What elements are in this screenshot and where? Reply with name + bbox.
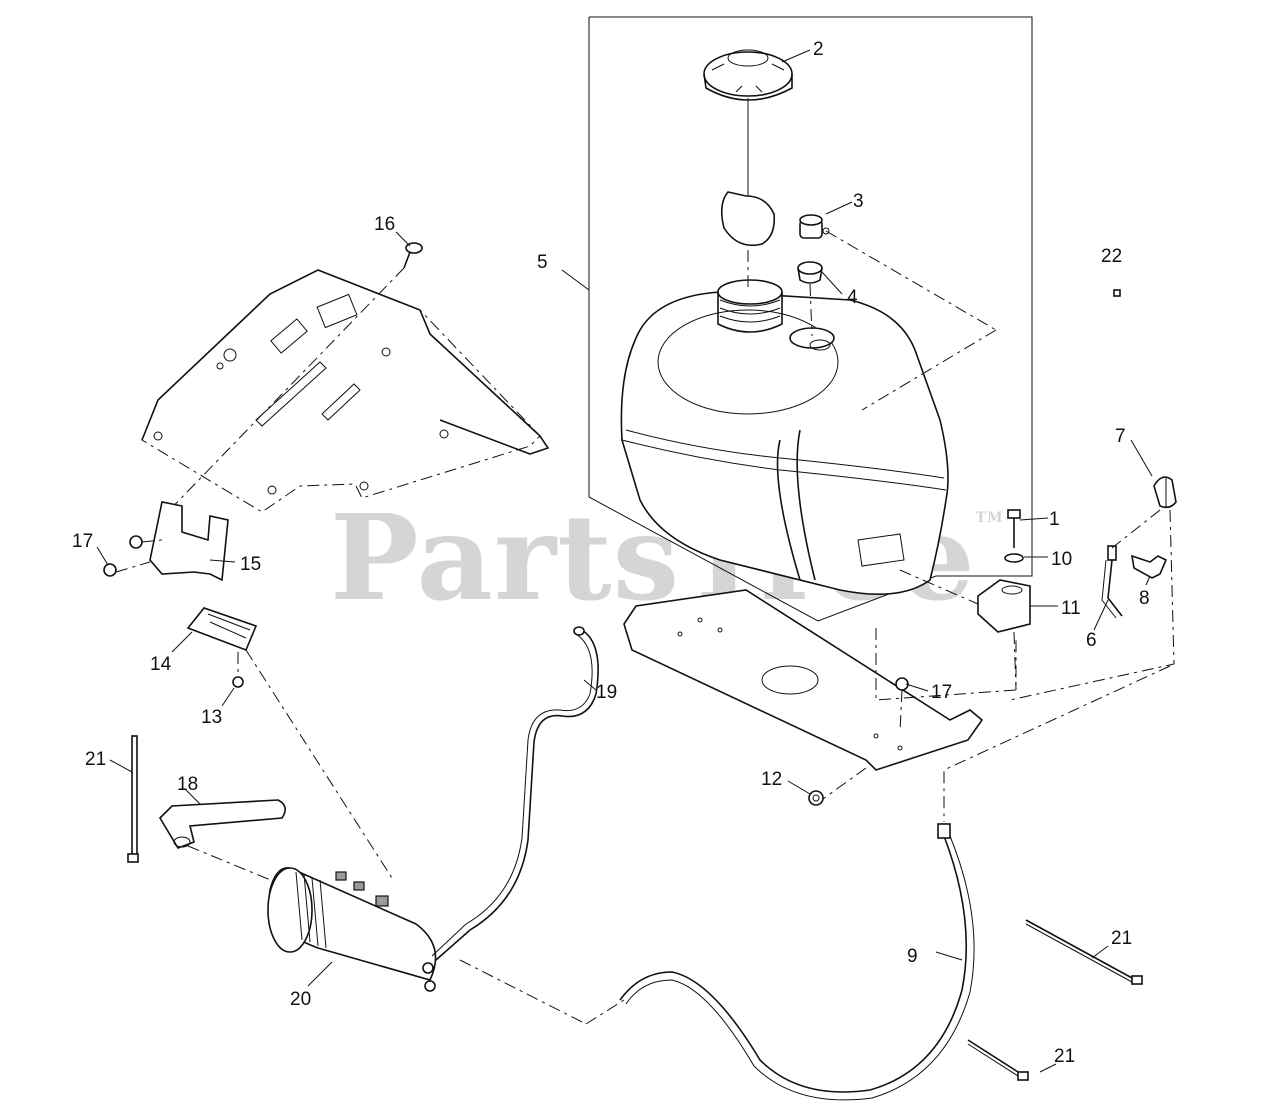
hose-18 <box>158 799 286 849</box>
callout-12: 12 <box>761 769 782 790</box>
fitting-6 <box>1101 545 1123 619</box>
callout-18: 18 <box>177 774 198 795</box>
callout-4: 4 <box>847 287 858 308</box>
callout-22: 22 <box>1101 246 1122 267</box>
tank-to-canister-dash <box>459 959 587 1025</box>
callout-1: 1 <box>1049 509 1060 530</box>
tank-floor-plate <box>623 589 984 771</box>
cable-tie-lower <box>967 1039 1029 1081</box>
callout-7: 7 <box>1115 426 1126 447</box>
clamp-to-fitting-dash <box>1111 509 1161 549</box>
fuel-tank <box>620 279 949 595</box>
clamp-dash <box>1009 509 1175 701</box>
callout-11: 11 <box>1061 598 1081 619</box>
nut-17-left <box>103 535 163 577</box>
hose-9-end <box>937 823 951 839</box>
seat-pan <box>141 269 550 513</box>
clamp-7 <box>1153 476 1177 509</box>
callout-17-left: 17 <box>72 531 93 552</box>
callout-5: 5 <box>537 252 548 273</box>
clamp-to-hose9-dash <box>943 665 1171 822</box>
cap-tether-ring <box>720 191 776 247</box>
bolt-1 <box>1007 509 1021 548</box>
bracket-15 <box>149 501 229 582</box>
cable-tie-upper <box>1025 919 1143 985</box>
nut-17-right <box>895 677 909 733</box>
spacer-dash <box>1013 631 1017 691</box>
cable-tie-vertical <box>127 735 139 863</box>
callout-20: 20 <box>290 989 311 1010</box>
callout-21-lower-right: 21 <box>1054 1046 1075 1067</box>
clip-to-canister-dash <box>245 649 393 879</box>
callout-14: 14 <box>150 654 172 675</box>
elbow-8 <box>1130 554 1168 579</box>
bolt-16 <box>403 242 423 269</box>
hose-19 <box>435 629 599 961</box>
callout-21-upper-right: 21 <box>1111 928 1132 949</box>
hose-19-end <box>573 626 585 636</box>
callout-21-left: 21 <box>85 749 106 770</box>
bolt-16-dash <box>159 267 405 521</box>
callout-13: 13 <box>201 707 222 728</box>
callout-10: 10 <box>1051 549 1072 570</box>
plate-outline-dash <box>875 628 1017 701</box>
callout-16: 16 <box>374 214 395 235</box>
callout-8: 8 <box>1139 588 1150 609</box>
clip-14 <box>186 607 258 688</box>
callout-2: 2 <box>813 39 824 60</box>
tank-to-spacer-dash <box>899 569 979 605</box>
callout-19: 19 <box>596 682 617 703</box>
plate-to-nut12-dash <box>815 767 867 805</box>
tank-assembly-outline <box>588 16 1033 622</box>
valve-grommet <box>797 261 823 284</box>
washer-10 <box>1004 553 1024 563</box>
spacer-11 <box>977 579 1031 633</box>
grommet-dash-line <box>809 283 813 337</box>
callout-6: 6 <box>1086 630 1097 651</box>
evap-canister <box>267 867 437 992</box>
tank-to-floor-dash <box>861 329 997 411</box>
canister-to-hose-dash <box>585 999 625 1025</box>
callout-3: 3 <box>853 191 864 212</box>
part-22 <box>1113 289 1121 297</box>
hose-9 <box>619 835 968 1093</box>
callout-17-right: 17 <box>931 682 952 703</box>
callout-9: 9 <box>907 946 918 967</box>
vent-valve <box>799 214 830 239</box>
callout-15: 15 <box>240 554 261 575</box>
hose-18-dash <box>187 845 291 889</box>
valve-dash-line <box>825 230 997 331</box>
nut-12 <box>808 790 824 806</box>
fuel-cap <box>703 49 793 196</box>
